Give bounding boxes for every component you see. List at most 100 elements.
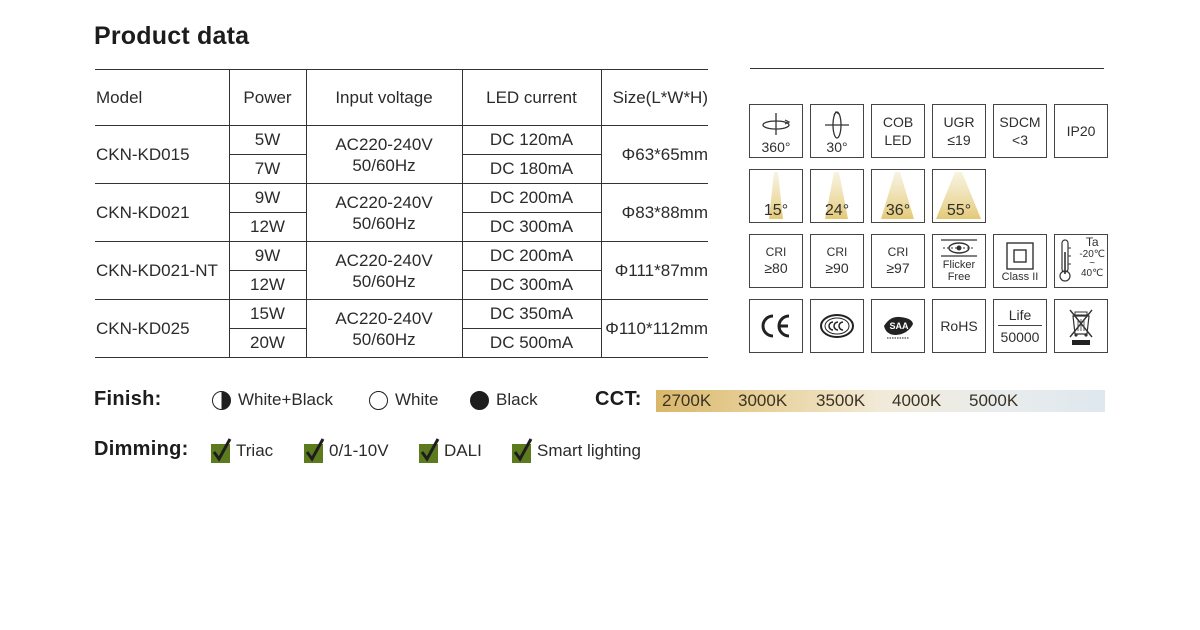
cob-label: COB xyxy=(882,114,914,130)
checkbox-checked-icon xyxy=(512,438,533,463)
saa-mark-icon: SAA xyxy=(884,316,913,339)
table-header-row: Model Power Input voltage LED current Si… xyxy=(95,69,708,126)
header-model: Model xyxy=(95,69,230,126)
dimming-option: Triac xyxy=(210,438,273,464)
table-row: 20W DC 500mA xyxy=(95,328,708,358)
checkbox-checked-icon xyxy=(419,438,440,463)
ip-label: IP20 xyxy=(1066,123,1096,139)
cct-stop: 3500K xyxy=(816,391,866,410)
voltage-frequency: 50/60Hz xyxy=(352,213,416,233)
rotation-360-badge: 360° xyxy=(749,104,803,158)
finish-option: Black xyxy=(470,390,538,410)
header-input-voltage: Input voltage xyxy=(305,69,463,126)
current-cell: DC 350mA xyxy=(461,299,602,329)
voltage-range: AC220-240V xyxy=(335,192,433,212)
cri-97-badge: CRI ≥97 xyxy=(871,234,925,288)
grid-spacer xyxy=(1054,169,1108,223)
white-circle-icon xyxy=(369,390,388,410)
ambient-temp-badge: Ta -20℃ ~ 40℃ xyxy=(1054,234,1108,288)
flicker-label: Flicker xyxy=(942,259,976,271)
cri-value: ≥80 xyxy=(764,260,788,276)
class-ii-label: Class II xyxy=(1001,271,1039,283)
current-cell: DC 300mA xyxy=(461,270,602,300)
finish-option-label: White+Black xyxy=(238,390,333,409)
current-cell: DC 300mA xyxy=(461,212,602,242)
life-divider xyxy=(998,325,1042,326)
cri-80-badge: CRI ≥80 xyxy=(749,234,803,288)
power-cell: 5W xyxy=(228,125,307,155)
product-table: Model Power Input voltage LED current Si… xyxy=(95,69,708,358)
ugr-value: ≤19 xyxy=(947,132,971,148)
voltage-frequency: 50/60Hz xyxy=(352,329,416,349)
dimming-option-label: 0/1-10V xyxy=(329,441,389,460)
ccc-badge xyxy=(810,299,864,353)
dimming-option-label: Triac xyxy=(236,441,274,460)
cct-label: CCT: xyxy=(595,388,642,410)
beam-angle-label: 55° xyxy=(946,202,972,219)
tilt-30-badge: 30° xyxy=(810,104,864,158)
cob-led-badge: COB LED xyxy=(871,104,925,158)
finish-label: Finish: xyxy=(94,388,162,410)
ta-label: Ta xyxy=(1085,235,1099,249)
cct-stop: 4000K xyxy=(892,391,942,410)
sdcm-value: <3 xyxy=(1012,132,1028,148)
size-cell: Φ110*112mm xyxy=(600,299,708,358)
table-row: 7W DC 180mA xyxy=(95,154,708,184)
ta-tilde: ~ xyxy=(1089,258,1096,269)
voltage-frequency: 50/60Hz xyxy=(352,155,416,175)
cri-value: ≥97 xyxy=(886,260,910,276)
free-label: Free xyxy=(947,271,971,283)
table-row: 12W DC 300mA xyxy=(95,270,708,300)
ta-max: 40℃ xyxy=(1080,268,1104,279)
tilt-30-label: 30° xyxy=(826,139,848,155)
dimming-option-label: DALI xyxy=(444,441,482,460)
vertical-tilt-icon xyxy=(825,111,849,139)
beam-36-icon xyxy=(881,172,914,219)
power-cell: 15W xyxy=(228,299,307,329)
dimming-label: Dimming: xyxy=(94,438,189,460)
current-cell: DC 200mA xyxy=(461,241,602,271)
lifespan-badge: Life 50000 xyxy=(993,299,1047,353)
model-cell: CKN-KD025 xyxy=(95,299,230,358)
voltage-range: AC220-240V xyxy=(335,134,433,154)
icon-panel-divider xyxy=(750,68,1104,69)
saa-badge: SAA xyxy=(871,299,925,353)
cri-label: CRI xyxy=(826,245,848,259)
sdcm-label: SDCM xyxy=(999,114,1041,130)
finish-option-label: Black xyxy=(496,390,538,409)
cct-gradient-bar: 2700K 3000K 3500K 4000K 5000K xyxy=(656,390,1105,412)
power-cell: 7W xyxy=(229,154,307,184)
power-cell: 9W xyxy=(228,183,307,213)
header-power: Power xyxy=(228,69,307,126)
rotation-360-label: 360° xyxy=(761,139,791,155)
sdcm-badge: SDCM <3 xyxy=(993,104,1047,158)
beam-55-icon xyxy=(936,172,981,219)
checkbox-checked-icon xyxy=(304,438,325,463)
dimming-option: Smart lighting xyxy=(511,438,641,464)
beam-24-icon xyxy=(825,172,848,219)
beam-angle-label: 36° xyxy=(885,202,911,219)
beam-angle-badge: 15° xyxy=(749,169,803,223)
finish-option: White xyxy=(369,390,438,410)
half-circle-icon xyxy=(212,390,231,410)
rohs-badge: RoHS xyxy=(932,299,986,353)
cri-value: ≥90 xyxy=(825,260,849,276)
finish-option: White+Black xyxy=(212,390,333,410)
voltage-range: AC220-240V xyxy=(335,308,433,328)
beam-angle-label: 24° xyxy=(824,202,850,219)
cri-90-badge: CRI ≥90 xyxy=(810,234,864,288)
black-circle-icon xyxy=(470,390,489,410)
power-cell: 9W xyxy=(228,241,307,271)
current-cell: DC 180mA xyxy=(461,154,602,184)
dimming-option-label: Smart lighting xyxy=(537,441,641,460)
flicker-free-badge: Flicker Free xyxy=(932,234,986,288)
ce-badge xyxy=(749,299,803,353)
voltage-frequency: 50/60Hz xyxy=(352,271,416,291)
grid-spacer xyxy=(993,169,1047,223)
